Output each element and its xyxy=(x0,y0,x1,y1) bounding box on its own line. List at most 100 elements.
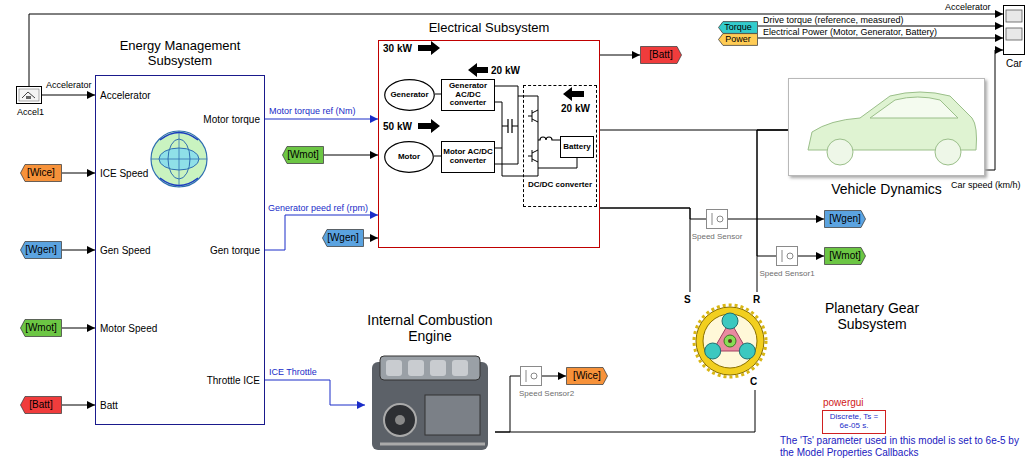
port-label: Motor Speed xyxy=(100,323,157,335)
node-label: [Wice] xyxy=(573,371,601,381)
engine-block: Internal Combustion Engine xyxy=(365,350,495,456)
subsystem-title: Energy Management Subsystem xyxy=(96,39,264,69)
from-tag: [Wmot] xyxy=(20,319,62,337)
goto-tag: [Wmot] xyxy=(824,247,866,265)
from-tag: [Wmot] xyxy=(282,146,324,164)
from-tag: [Wgen] xyxy=(322,229,364,247)
model-note: The 'Ts' parameter used in this model is… xyxy=(780,435,1030,458)
node-label: Generator AC/DC converter xyxy=(443,82,493,108)
signal-line xyxy=(985,50,1003,170)
port-label: ICE Speed xyxy=(100,168,148,180)
node-label: [Wgen] xyxy=(327,233,359,243)
scope-block: Car xyxy=(1003,5,1025,55)
node-label: [Batt] xyxy=(29,400,52,410)
physical-connection xyxy=(434,156,441,157)
signal-line xyxy=(265,380,365,405)
node-label: Generator xyxy=(390,91,428,100)
port-label: Accelerator xyxy=(100,90,151,102)
sensor-block: Speed Sensor2 xyxy=(520,366,542,386)
machine-circle: Motor xyxy=(384,141,434,173)
vehicle-block: Vehicle Dynamics xyxy=(788,78,985,176)
node-label: DC/DC converter xyxy=(524,180,596,189)
from-tag: [Wice] xyxy=(20,164,62,182)
subsystem-title: Vehicle Dynamics xyxy=(831,181,942,197)
physical-connection xyxy=(757,130,788,256)
node-label: Car xyxy=(1006,58,1022,70)
subsystem-title: Electrical Subsystem xyxy=(429,21,550,36)
power-flow-label: 50 kW xyxy=(383,121,412,133)
signal-line xyxy=(364,238,378,239)
signal-label: Accelerator xyxy=(45,80,93,90)
subsystem-block: Energy Management SubsystemAcceleratorIC… xyxy=(95,75,265,425)
port-label: C xyxy=(750,376,757,388)
node-label: [Wice] xyxy=(27,168,55,178)
signal-label: Car speed (km/h) xyxy=(950,180,1022,190)
signal-line xyxy=(324,155,378,156)
block-name: powergui xyxy=(823,397,864,409)
gear-block: Planetary Gear SubsystemSRC xyxy=(660,292,800,390)
power-flow-label: 30 kW xyxy=(383,43,412,55)
port-label: Gen Speed xyxy=(100,245,151,257)
powergui-block: powerguiDiscrete, Ts = 6e-05 s. xyxy=(822,410,886,434)
goto-tag: [Batt] xyxy=(640,46,682,64)
node-label: Speed Sensor2 xyxy=(519,389,574,398)
scope-icon xyxy=(1006,10,1022,40)
node-label: [Wgen] xyxy=(829,214,861,224)
planetary-gear-illustration xyxy=(694,305,766,377)
physical-connection xyxy=(757,130,788,292)
engine-illustration xyxy=(372,356,488,450)
sensor-block: Speed Sensor xyxy=(706,209,728,229)
signal-label: Motor torque ref (Nm) xyxy=(268,106,357,116)
energy-management-icon xyxy=(151,131,207,187)
node-label: [Wmot] xyxy=(287,150,319,160)
signal-line xyxy=(62,405,95,406)
node-label: [Wgen] xyxy=(25,245,57,255)
signal-label: Electrical Power (Motor, Generator, Batt… xyxy=(762,27,938,37)
signal-label: Drive torque (reference, measured) xyxy=(762,15,905,25)
signal-line xyxy=(265,119,378,120)
signal-label: ICE Throttle xyxy=(268,367,318,377)
node-label: Power xyxy=(725,35,751,44)
signal-line xyxy=(542,376,566,377)
power-flow-label: 20 kW xyxy=(491,65,520,77)
node-label: Torque xyxy=(724,23,752,32)
port-label: Gen torque xyxy=(210,245,260,257)
signal-line xyxy=(265,215,378,250)
sensor-block: Speed Sensor1 xyxy=(776,246,798,266)
physical-connection xyxy=(600,208,690,292)
block-name: Accel1 xyxy=(17,107,44,117)
signal-line xyxy=(728,219,824,220)
from-tag: [Wgen] xyxy=(20,241,62,259)
from-tag: Power xyxy=(718,33,758,46)
from-tag: [Batt] xyxy=(20,396,62,414)
goto-tag: [Wice] xyxy=(566,367,608,385)
node-label: [Wmot] xyxy=(25,323,57,333)
signal-label: Accelerator xyxy=(944,2,992,12)
physical-connection xyxy=(600,208,706,219)
node-label: Battery xyxy=(563,143,591,152)
port-label: Batt xyxy=(100,400,118,412)
port-label: Motor torque xyxy=(203,114,260,126)
signal-line xyxy=(42,95,95,96)
solver-setting: Discrete, Ts = 6e-05 s. xyxy=(826,413,882,431)
physical-connection xyxy=(495,390,755,432)
node-label: [Batt] xyxy=(649,50,672,60)
converter-box: Battery xyxy=(560,136,594,158)
sensor-icons xyxy=(526,213,793,382)
car-illustration xyxy=(808,92,977,165)
signal-line xyxy=(62,173,95,174)
node-label: Speed Sensor xyxy=(692,232,743,241)
subsystem-block: Electrical SubsystemGeneratorGenerator A… xyxy=(378,40,600,248)
signal-line xyxy=(600,55,640,56)
source-block: Accel1 xyxy=(16,86,42,104)
signal-line xyxy=(758,38,1003,39)
node-label: Motor AC/DC converter xyxy=(443,148,493,166)
goto-tag: [Wgen] xyxy=(824,210,866,228)
signal-label: Generator peed ref (rpm) xyxy=(267,203,369,213)
converter-box: Motor AC/DC converter xyxy=(441,141,495,173)
converter-box: Generator AC/DC converter xyxy=(441,79,495,111)
machine-circle: Generator xyxy=(384,79,435,111)
port-label: S xyxy=(684,294,691,306)
signal-line xyxy=(62,250,95,251)
node-label: [Wmot] xyxy=(829,251,861,261)
